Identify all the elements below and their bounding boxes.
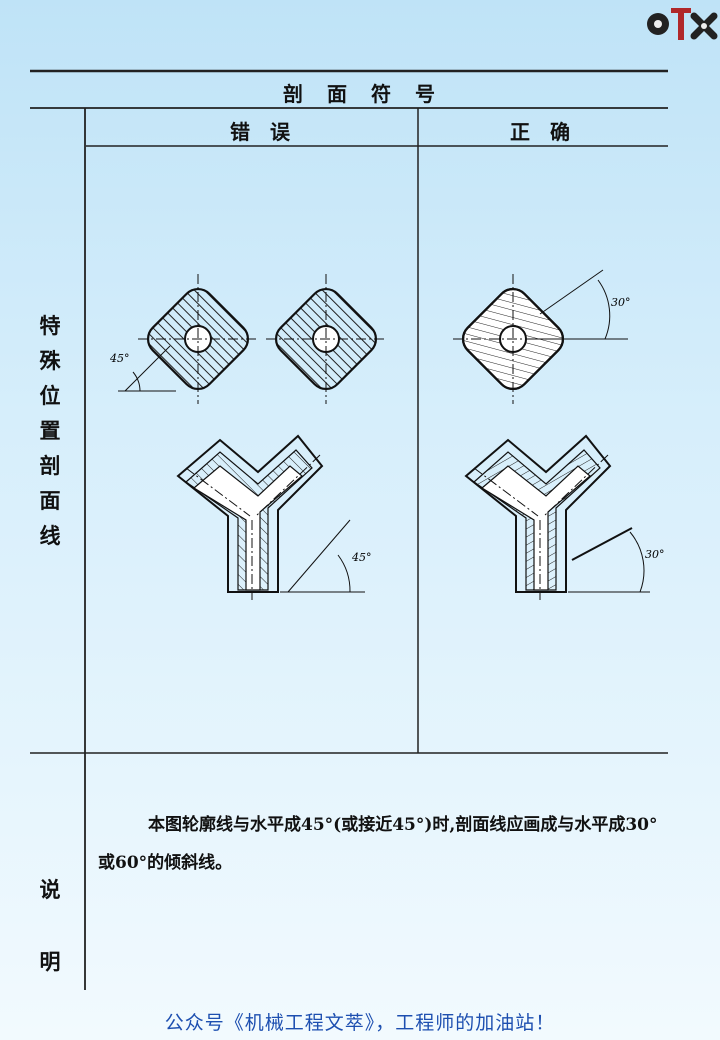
table-grid (30, 69, 668, 990)
right-angle-label-1: 30° (611, 296, 631, 309)
wrong-angle-label-2: 45° (351, 551, 372, 564)
note-text: 本图轮廓线与水平成45°(或接近45°)时,剖面线应画成与水平成30°或60°的… (98, 815, 658, 873)
column-wrong: 错 误 (230, 120, 290, 144)
wrong-square-2 (266, 274, 386, 404)
wrong-angle-label-1: 45° (109, 352, 130, 365)
wrong-y-shape (176, 434, 365, 600)
wrong-square-1 (138, 274, 258, 404)
right-y-shape (464, 434, 650, 600)
footer-text: 公众号《机械工程文萃》，工程师的加油站！ (164, 1012, 556, 1034)
logo-icon (647, 8, 718, 40)
right-square-angle (535, 269, 628, 340)
right-angle-label-2: 30° (645, 548, 665, 561)
column-right: 正 确 (510, 120, 570, 144)
table-header: 剖 面 符 号 (283, 82, 437, 106)
row-label-notes: 说 明 (39, 877, 61, 974)
wrong-square-1-angle (118, 345, 176, 392)
right-square (453, 274, 573, 404)
row-label-special-hatch: 特 殊 位 置 剖 面 线 (39, 313, 61, 548)
